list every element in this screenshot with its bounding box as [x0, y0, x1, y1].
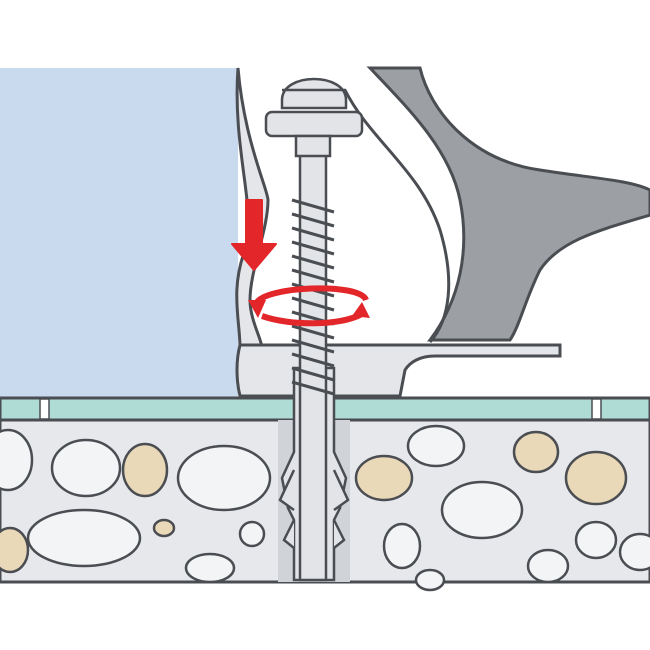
stone: [152, 518, 176, 538]
grout-joint-right: [591, 398, 602, 420]
stone: [512, 430, 560, 474]
stone: [382, 522, 422, 570]
stone: [26, 508, 142, 568]
aggregate-stones: [0, 424, 650, 592]
stone: [354, 454, 414, 502]
stone: [121, 442, 169, 498]
stone: [440, 480, 524, 540]
stone: [526, 548, 570, 584]
stone: [176, 444, 272, 512]
screw-neck: [294, 134, 332, 158]
rotation-arc-back: [253, 285, 369, 306]
stone: [184, 552, 236, 584]
down-arrow-icon: [231, 199, 277, 271]
screw-head: [280, 77, 348, 110]
stone: [50, 438, 122, 498]
plug-fin-right: [332, 469, 350, 512]
stone: [618, 532, 650, 572]
stone: [406, 424, 466, 468]
washer-icon: [264, 110, 364, 138]
stone: [0, 526, 30, 574]
stone: [564, 450, 628, 506]
screw-icon: [264, 77, 364, 582]
stone: [0, 428, 34, 492]
screw-thread: [291, 198, 335, 396]
rotation-arrowhead-left: [248, 300, 266, 318]
rotation-arrowhead-right: [352, 302, 370, 318]
stone: [574, 520, 618, 560]
fixture-inner-line: [343, 89, 451, 344]
plug-fin-left: [278, 469, 296, 512]
fixture-body: [238, 68, 650, 398]
plug-fin-right-lower: [332, 519, 346, 549]
rotation-arrow-icon: [248, 285, 370, 327]
plug-fin-left-lower: [282, 519, 296, 549]
grout-joint-left: [39, 398, 50, 420]
fixture-shadow-shape: [366, 66, 650, 342]
stone: [238, 520, 266, 548]
stone: [414, 568, 446, 592]
rotation-arc-front: [260, 311, 364, 327]
